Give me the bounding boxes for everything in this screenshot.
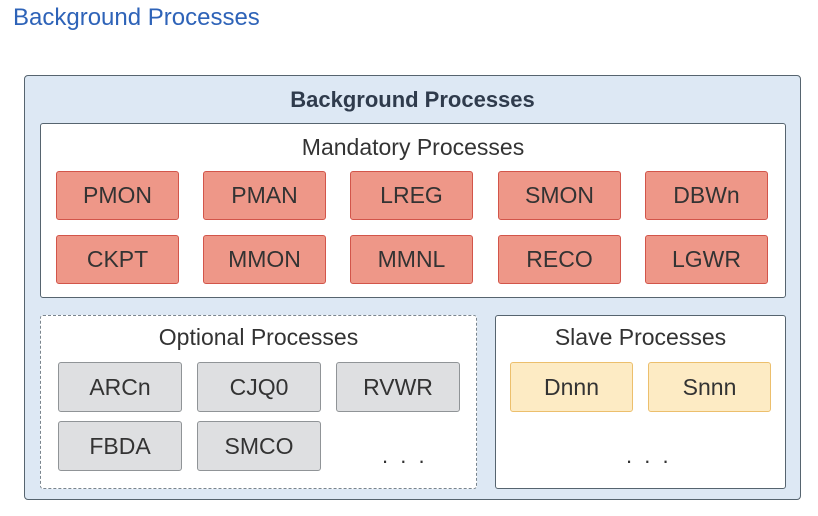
process-pman: PMAN xyxy=(203,171,326,220)
process-ckpt: CKPT xyxy=(56,235,179,284)
process-lgwr: LGWR xyxy=(645,235,768,284)
slave-processes-title: Slave Processes xyxy=(554,324,727,350)
process-mmnl: MMNL xyxy=(350,235,473,284)
process-smon: SMON xyxy=(498,171,621,220)
process-rvwr: RVWR xyxy=(336,362,460,412)
slave-processes-panel: Slave Processes Dnnn Snnn . . . xyxy=(495,315,786,489)
process-snnn: Snnn xyxy=(648,362,771,412)
mandatory-processes-panel: Mandatory Processes PMON PMAN LREG SMON … xyxy=(40,123,786,298)
process-lreg: LREG xyxy=(350,171,473,220)
process-reco: RECO xyxy=(498,235,621,284)
optional-processes-title: Optional Processes xyxy=(158,324,359,350)
page-title: Background Processes xyxy=(13,4,260,31)
process-fbda: FBDA xyxy=(58,421,182,471)
process-dbwn: DBWn xyxy=(645,171,768,220)
mandatory-processes-title: Mandatory Processes xyxy=(301,134,525,160)
process-arcn: ARCn xyxy=(58,362,182,412)
slave-more-ellipsis: . . . xyxy=(626,443,672,468)
container-title: Background Processes xyxy=(290,87,535,112)
optional-processes-panel: Optional Processes ARCn CJQ0 RVWR FBDA S… xyxy=(40,315,477,489)
background-processes-container: Background Processes Mandatory Processes… xyxy=(24,75,801,500)
process-dnnn: Dnnn xyxy=(510,362,633,412)
process-cjq0: CJQ0 xyxy=(197,362,321,412)
process-mmon: MMON xyxy=(203,235,326,284)
process-pmon: PMON xyxy=(56,171,179,220)
process-smco: SMCO xyxy=(197,421,321,471)
optional-more-ellipsis: . . . xyxy=(382,443,428,468)
